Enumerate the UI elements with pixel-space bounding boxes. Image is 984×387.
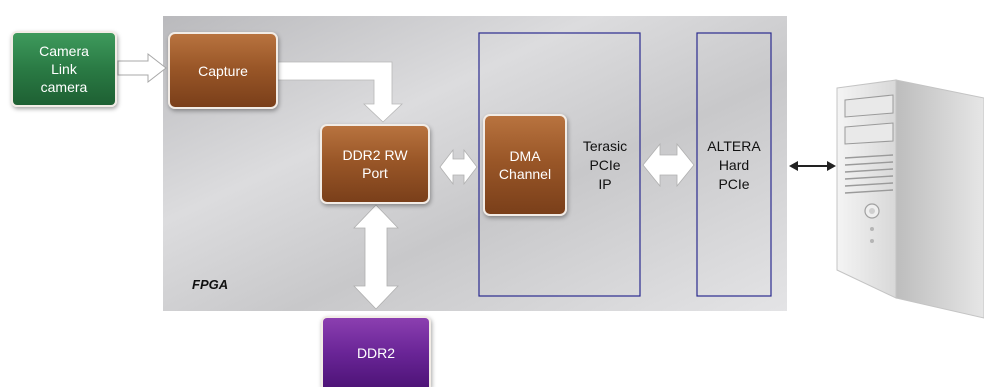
terasic-pcie-ip-label: Terasic PCIe IP <box>582 138 628 192</box>
terasic-pcie-ip-box <box>478 32 641 297</box>
ddr2-memory-block: DDR2 <box>321 316 431 387</box>
desktop-tower-icon <box>836 79 984 319</box>
camera-to-capture-arrow <box>117 52 167 84</box>
ddr2-rw-port-block: DDR2 RW Port <box>320 124 430 204</box>
camera-link-camera-block: Camera Link camera <box>11 31 117 107</box>
ddr2-port-ddr2-arrow <box>353 204 399 310</box>
dma-channel-block: DMA Channel <box>483 114 567 216</box>
capture-to-ddr2-port-arrow <box>277 61 404 123</box>
altera-host-arrow <box>789 161 836 171</box>
terasic-altera-arrow <box>642 142 695 188</box>
altera-hard-pcie-label: ALTERA Hard PCIe <box>707 138 761 192</box>
fpga-label: FPGA <box>192 277 229 292</box>
altera-hard-pcie-box <box>696 32 772 297</box>
capture-block: Capture <box>168 32 278 109</box>
ddr2-port-dma-arrow <box>439 148 478 186</box>
